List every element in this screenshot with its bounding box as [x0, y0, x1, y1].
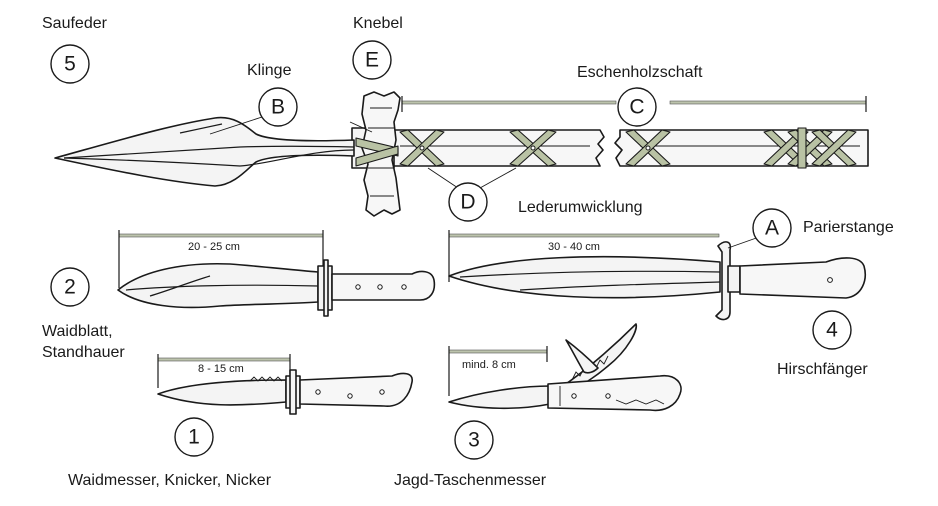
waidmesser-blade	[157, 379, 287, 406]
marker-E: E	[352, 40, 392, 80]
taschenmesser-blade	[448, 385, 551, 410]
taschenmesser-tool	[565, 339, 599, 374]
marker-5: 5	[50, 44, 90, 84]
marker-3: 3	[454, 420, 494, 460]
hirschfaenger-blade	[448, 255, 721, 299]
marker-B-text: B	[271, 96, 285, 119]
marker-2-text: 2	[64, 276, 76, 299]
dimension-hirschfaenger: 30 - 40 cm	[548, 241, 600, 253]
hirschfaenger-illustration	[448, 230, 866, 321]
lederumwicklung-leader-2	[479, 167, 517, 189]
lederumwicklung-leader-1	[427, 167, 459, 189]
waidblatt-illustration	[117, 230, 436, 317]
marker-C: C	[617, 87, 657, 127]
dimension-waidblatt: 20 - 25 cm	[188, 241, 240, 253]
shaft-dimension-bar-left	[401, 100, 617, 105]
marker-1-text: 1	[188, 426, 200, 449]
label-standhauer: Standhauer	[42, 344, 125, 361]
label-parierstange: Parierstange	[803, 219, 894, 236]
marker-2: 2	[50, 267, 90, 307]
marker-B: B	[258, 87, 298, 127]
marker-D: D	[448, 182, 488, 222]
label-waidmesser: Waidmesser, Knicker, Nicker	[68, 472, 272, 489]
saufeder-illustration	[54, 91, 869, 217]
waidmesser-dimension-bar	[157, 357, 291, 362]
marker-5-text: 5	[64, 53, 76, 76]
marker-4-text: 4	[826, 319, 838, 342]
klinge-leader	[209, 116, 263, 135]
parierstange-guard	[715, 241, 732, 321]
marker-E-text: E	[365, 49, 379, 72]
dimension-taschenmesser: mind. 8 cm	[462, 359, 516, 371]
label-eschenholzschaft: Eschenholzschaft	[577, 64, 703, 81]
label-lederumwicklung: Lederumwicklung	[518, 199, 643, 216]
knebel-leader	[349, 121, 373, 133]
hirschfaenger-handle	[739, 257, 866, 299]
taschenmesser-dimension-bar	[448, 349, 548, 354]
taschenmesser-handle	[547, 374, 682, 412]
spear-blade	[54, 116, 355, 187]
hirschfaenger-dimension-bar	[448, 233, 720, 238]
marker-1: 1	[174, 417, 214, 457]
waidmesser-handle	[299, 372, 413, 407]
dimension-waidmesser: 8 - 15 cm	[198, 363, 244, 375]
waidblatt-handle	[331, 270, 436, 301]
label-waidblatt: Waidblatt,	[42, 323, 113, 340]
waidmesser-illustration	[157, 354, 413, 415]
leather-wrapping	[355, 127, 857, 169]
label-knebel: Knebel	[353, 15, 403, 32]
marker-A: A	[752, 208, 792, 248]
marker-A-text: A	[765, 217, 779, 240]
taschenmesser-illustration	[448, 323, 682, 412]
marker-D-text: D	[460, 191, 475, 214]
marker-4: 4	[812, 310, 852, 350]
shaft-dimension-bar-right	[669, 100, 867, 105]
label-jagd-taschenmesser: Jagd-Taschenmesser	[394, 472, 547, 489]
label-saufeder: Saufeder	[42, 15, 108, 32]
label-klinge: Klinge	[247, 62, 292, 79]
marker-3-text: 3	[468, 429, 480, 452]
marker-C-text: C	[629, 96, 644, 119]
label-hirschfaenger: Hirschfänger	[777, 361, 868, 378]
waidblatt-dimension-bar	[118, 233, 324, 238]
